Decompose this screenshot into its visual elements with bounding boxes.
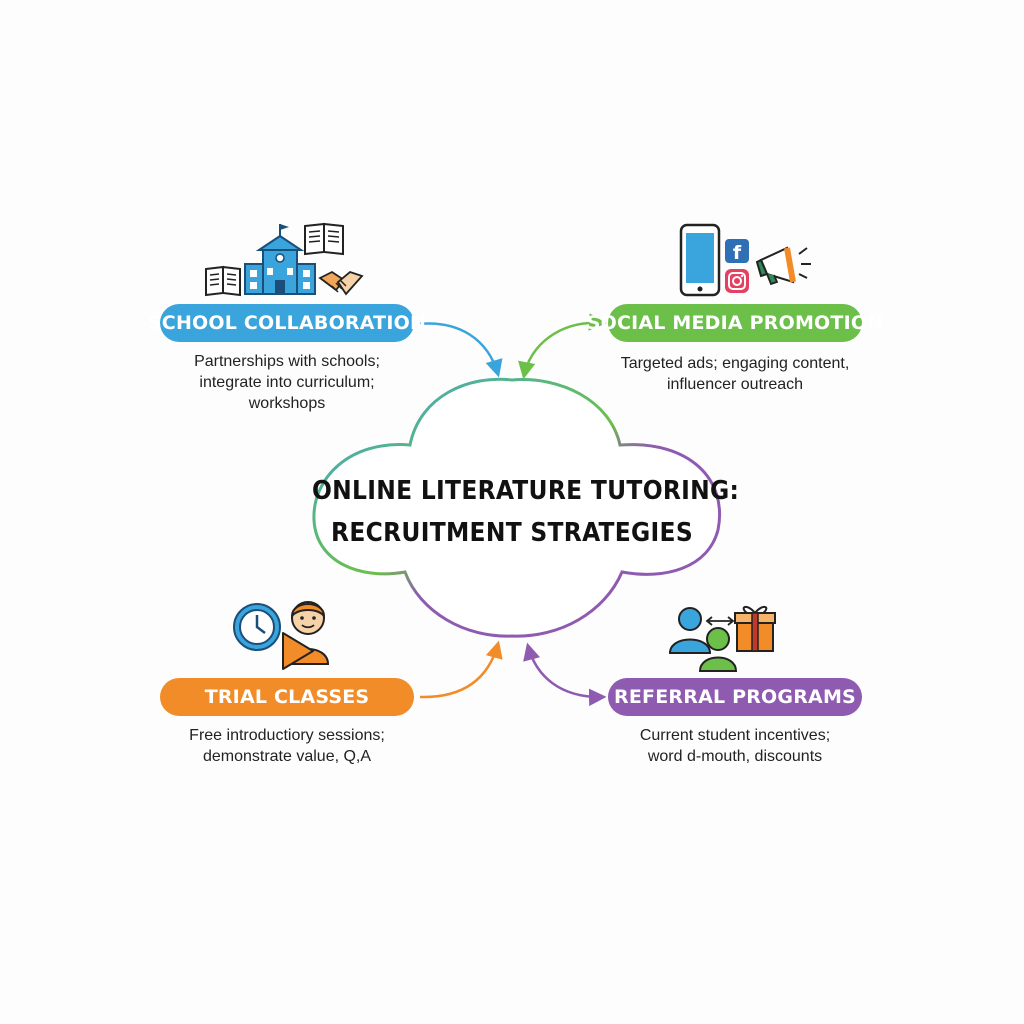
referral-programs-description: Current student incentives; word d-mouth… <box>608 725 862 767</box>
connector-school <box>417 322 503 378</box>
clock-icon <box>233 603 281 651</box>
center-title-line-2: RECRUITMENT STRATEGIES <box>331 518 693 548</box>
social-media-promotion-description: Targeted ads; engaging content, influenc… <box>598 353 872 395</box>
center-title-line-1: ONLINE LITERATURE TUTORING: <box>312 476 740 506</box>
school-desc-line-3: workshops <box>248 395 326 412</box>
facebook-icon: f <box>725 239 749 264</box>
school-desc-line-2: integrate into curriculum; <box>199 374 375 391</box>
connector-referral <box>523 642 607 707</box>
school-collaboration-description: Partnerships with schools; integrate int… <box>160 351 414 414</box>
people-icon <box>668 607 738 672</box>
center-title: ONLINE LITERATURE TUTORING: RECRUITMENT … <box>312 470 740 554</box>
trial-classes-pill: TRIAL CLASSES <box>160 678 414 716</box>
open-book-icon <box>205 265 241 297</box>
referral-programs-pill: REFERRAL PROGRAMS <box>608 678 862 716</box>
school-building-icon <box>244 224 316 295</box>
trial-classes-description: Free introductiory sessions; demonstrate… <box>160 725 414 767</box>
trial-desc-line-1: Free introductiory sessions; <box>189 727 385 744</box>
open-book-icon <box>304 222 344 256</box>
gift-icon <box>734 606 776 652</box>
svg-text:f: f <box>733 242 742 264</box>
center-cloud <box>312 377 721 638</box>
trial-desc-line-2: demonstrate value, Q,A <box>202 748 372 765</box>
connector-social <box>518 313 607 380</box>
school-collaboration-pill: SCHOOL COLLABORATION <box>148 304 426 342</box>
smartphone-icon <box>679 223 721 297</box>
play-icon <box>282 632 314 670</box>
referral-desc-line-2: word d-mouth, discounts <box>647 748 823 765</box>
connector-trial <box>419 640 503 699</box>
handshake-icon <box>318 270 364 296</box>
social-media-promotion-pill: SOCIAL MEDIA PROMOTION <box>587 304 883 342</box>
school-desc-line-1: Partnerships with schools; <box>194 353 380 370</box>
instagram-icon <box>725 269 749 293</box>
referral-desc-line-1: Current student incentives; <box>639 727 831 744</box>
trial-classes-label: TRIAL CLASSES <box>204 686 370 708</box>
social-desc-line-1: Targeted ads; engaging content, <box>620 355 850 372</box>
school-collaboration-label: SCHOOL COLLABORATION <box>147 312 427 334</box>
megaphone-icon <box>755 246 811 286</box>
referral-programs-label: REFERRAL PROGRAMS <box>614 686 856 708</box>
social-desc-line-2: influencer outreach <box>666 376 804 393</box>
social-media-promotion-label: SOCIAL MEDIA PROMOTION <box>586 312 884 334</box>
